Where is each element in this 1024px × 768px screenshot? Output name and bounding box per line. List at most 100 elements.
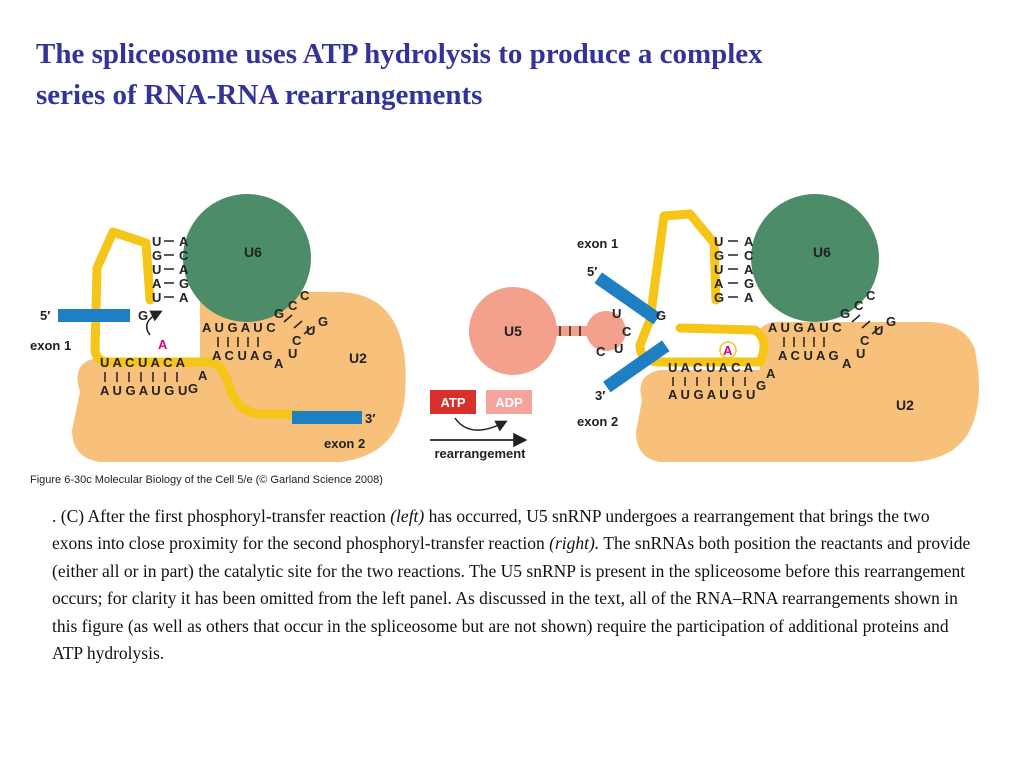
branch-row-top-left: U A C U A C A bbox=[100, 355, 186, 370]
u6-u2-bonds-right bbox=[783, 337, 825, 347]
three-prime-right: 3′ bbox=[595, 388, 605, 403]
u5-snrnp bbox=[469, 287, 557, 375]
base: A bbox=[179, 262, 189, 277]
base: A bbox=[179, 290, 189, 305]
u2-row-right: A C U A G bbox=[778, 348, 839, 363]
base: U bbox=[152, 262, 161, 277]
left-panel: U6 U2 exon 1 exon 2 5′ 3′ G A U G U A U … bbox=[30, 194, 406, 462]
exon1-right bbox=[594, 272, 661, 325]
hairpin-left: G C C U G C bbox=[274, 288, 328, 348]
u2-row-left: A C U A G bbox=[212, 348, 273, 363]
base: U bbox=[614, 341, 623, 356]
exon1-left bbox=[58, 309, 130, 322]
branch-row-bottom-left: A U G A U G U bbox=[100, 383, 187, 398]
title-line-1: The spliceosome uses ATP hydrolysis to p… bbox=[36, 38, 763, 70]
base: G bbox=[274, 306, 284, 321]
base: C bbox=[744, 248, 754, 263]
base: U bbox=[152, 290, 161, 305]
u6-snrnp-right bbox=[751, 194, 879, 322]
base: G bbox=[886, 314, 896, 329]
exon2-label-right: exon 2 bbox=[577, 414, 618, 429]
u5-stem-bonds bbox=[559, 326, 581, 336]
base: G bbox=[756, 378, 766, 393]
base: U bbox=[714, 262, 723, 277]
title-line-2: series of RNA-RNA rearrangements bbox=[36, 79, 483, 111]
u6-left-strand: U G U A U bbox=[152, 234, 162, 305]
u2-label-right: U2 bbox=[896, 397, 914, 413]
exon2-label-left: exon 2 bbox=[324, 436, 365, 451]
atp-text: ATP bbox=[440, 395, 465, 410]
base: A bbox=[198, 368, 208, 383]
base: C bbox=[854, 298, 864, 313]
body-em-left: (left) bbox=[390, 506, 425, 526]
base: A bbox=[714, 276, 724, 291]
g-label-left: G bbox=[138, 308, 148, 323]
base: U bbox=[874, 323, 883, 338]
base: A bbox=[744, 262, 754, 277]
base: C bbox=[866, 288, 876, 303]
rearrangement-label: rearrangement bbox=[434, 446, 526, 461]
five-prime-right: 5′ bbox=[587, 264, 597, 279]
base: C bbox=[300, 288, 310, 303]
base: U bbox=[714, 234, 723, 249]
base: A bbox=[766, 366, 776, 381]
u5-loop-bases: U C U C bbox=[596, 306, 632, 359]
u6-left-bonds bbox=[164, 240, 174, 298]
u6-label-right: U6 bbox=[813, 244, 831, 260]
base: A bbox=[744, 234, 754, 249]
u2-label-left: U2 bbox=[349, 350, 367, 366]
branch-row-bottom-right: A U G A U G U bbox=[668, 387, 755, 402]
u6-label-left: U6 bbox=[244, 244, 262, 260]
base: C bbox=[179, 248, 189, 263]
base: C bbox=[622, 324, 632, 339]
base: G bbox=[188, 381, 198, 396]
base: A bbox=[744, 290, 754, 305]
base: U bbox=[306, 323, 315, 338]
base: G bbox=[179, 276, 189, 291]
branch-a-left: A bbox=[158, 337, 168, 352]
body-text: . (C) After the first phosphoryl-transfe… bbox=[52, 503, 972, 667]
base: U bbox=[612, 306, 621, 321]
base: A bbox=[842, 356, 852, 371]
rna-strand-left-u6 bbox=[141, 238, 155, 305]
slide-title: The spliceosome uses ATP hydrolysis to p… bbox=[36, 34, 976, 116]
figure-caption: Figure 6-30c Molecular Biology of the Ce… bbox=[30, 474, 383, 486]
u6-right-strand-right: A C A G A bbox=[744, 234, 754, 305]
u6-right-strand-left: A C A G A bbox=[179, 234, 189, 305]
base: C bbox=[292, 333, 302, 348]
base: C bbox=[596, 344, 606, 359]
branch-bonds-right bbox=[672, 377, 746, 386]
five-prime-left: 5′ bbox=[40, 308, 50, 323]
base: A bbox=[274, 356, 284, 371]
u6-snrnp-left bbox=[183, 194, 311, 322]
base: G bbox=[744, 276, 754, 291]
base: G bbox=[152, 248, 162, 263]
u6-row-top-left: A U G A U C bbox=[202, 320, 276, 335]
base: U bbox=[288, 346, 297, 361]
hairpin-bonds-right bbox=[851, 314, 881, 335]
adp-text: ADP bbox=[495, 395, 523, 410]
exon1-label-right: exon 1 bbox=[577, 236, 618, 251]
u5-loop-body bbox=[586, 311, 626, 351]
exon1-label-left: exon 1 bbox=[30, 338, 71, 353]
u2-snrnp-right bbox=[636, 321, 979, 462]
base: G bbox=[318, 314, 328, 329]
base: U bbox=[856, 346, 865, 361]
u6-left-strand-right: U G U A G bbox=[714, 234, 724, 305]
base: G bbox=[714, 248, 724, 263]
atp-curve-arrow bbox=[454, 417, 508, 432]
adp-box bbox=[486, 390, 532, 414]
attack-arrow-left bbox=[145, 310, 163, 336]
atp-rearrangement: ATP ADP rearrangement bbox=[430, 390, 532, 461]
hairpin-right: G C C U G C bbox=[840, 288, 896, 348]
base: C bbox=[288, 298, 298, 313]
u5-label: U5 bbox=[504, 323, 522, 339]
exon2-right bbox=[603, 340, 670, 393]
body-part-1: . (C) After the first phosphoryl-transfe… bbox=[52, 506, 391, 526]
base: A bbox=[179, 234, 189, 249]
spliceosome-figure: U6 U2 exon 1 exon 2 5′ 3′ G A U G U A U … bbox=[30, 194, 979, 486]
base: G bbox=[840, 306, 850, 321]
branch-a-right: A bbox=[723, 343, 733, 358]
hairpin-bonds-left bbox=[283, 314, 313, 335]
atp-box bbox=[430, 390, 476, 414]
